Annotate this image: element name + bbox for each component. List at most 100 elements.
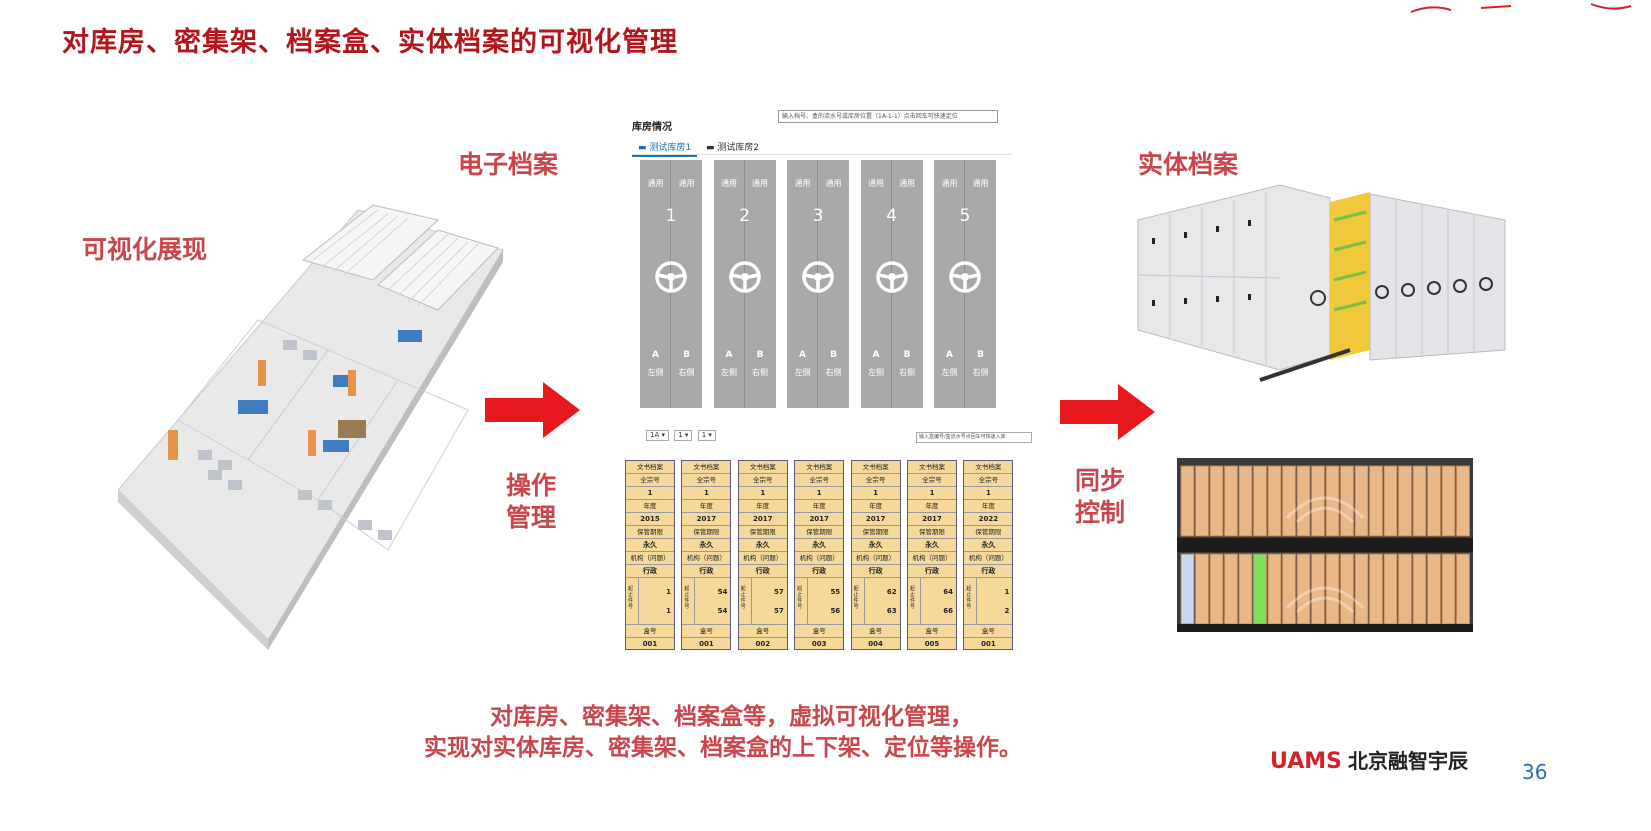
left-side-label: 左侧 bbox=[868, 368, 884, 377]
label-operate-line2: 管理 bbox=[506, 503, 557, 532]
box-retention-value: 永久 bbox=[626, 539, 674, 552]
label-physical: 实体档案 bbox=[1138, 150, 1239, 179]
box-shelf-graphic bbox=[1177, 458, 1473, 632]
box-retention-value: 永久 bbox=[795, 539, 844, 552]
box-retention-label: 保管期限 bbox=[682, 526, 731, 539]
brand-mark: UAMS bbox=[1270, 749, 1342, 774]
select-area[interactable]: 1A ▾ bbox=[646, 430, 669, 441]
right-side-label: 右侧 bbox=[825, 368, 842, 377]
shelf-type-left: 通用 bbox=[721, 179, 737, 188]
steering-wheel-icon[interactable] bbox=[875, 260, 909, 294]
shelf-type-right: 通用 bbox=[899, 179, 915, 188]
shelf-number: 3 bbox=[812, 206, 824, 226]
steering-wheel-icon[interactable] bbox=[728, 260, 762, 294]
box-range-start: 64 bbox=[943, 588, 953, 596]
archive-box bbox=[1369, 465, 1383, 537]
box-fonds-value: 1 bbox=[795, 487, 844, 500]
box-number-value: 003 bbox=[811, 640, 827, 648]
archive-box bbox=[1238, 553, 1253, 625]
select-column[interactable]: 1 ▾ bbox=[674, 430, 693, 441]
box-category: 文书档案 bbox=[964, 461, 1013, 474]
box-retention-value: 永久 bbox=[908, 539, 956, 552]
box-org-value: 行政 bbox=[908, 565, 956, 578]
archive-box bbox=[1296, 553, 1311, 625]
box-number-value: 004 bbox=[868, 640, 883, 648]
box-number-label: 盒号 bbox=[682, 625, 731, 638]
shelf-top-labels: 通用通用 bbox=[861, 178, 923, 189]
label-sync-line1: 同步 bbox=[1075, 466, 1126, 495]
side-b-code: B bbox=[903, 350, 911, 360]
right-side-label: 右侧 bbox=[972, 368, 989, 377]
archive-box bbox=[1456, 553, 1470, 625]
steering-wheel-icon[interactable] bbox=[948, 260, 982, 294]
box-fonds-label: 全宗号 bbox=[964, 474, 1013, 487]
box-year-value: 2022 bbox=[964, 513, 1013, 526]
archive-box bbox=[1282, 465, 1296, 537]
box-year-label: 年度 bbox=[795, 500, 844, 513]
box-org-label: 机构（问题） bbox=[851, 552, 900, 565]
warehouse-search-input[interactable]: 输入档号、盒的流水号或库房位置（1A-1-1）点击回车可快速定位 bbox=[778, 110, 998, 123]
box-fonds-label: 全宗号 bbox=[738, 474, 787, 487]
corner-decoration bbox=[1410, 3, 1632, 13]
box-fonds-value: 1 bbox=[682, 487, 731, 500]
tab-warehouse-2[interactable]: ▬ 测试库房2 bbox=[705, 143, 760, 153]
steering-wheel-icon[interactable] bbox=[801, 260, 835, 294]
box-retention-label: 保管期限 bbox=[908, 526, 956, 539]
box-number-value: 001 bbox=[699, 640, 714, 648]
box-fonds-label: 全宗号 bbox=[682, 474, 731, 487]
archive-box bbox=[1456, 465, 1470, 537]
box-range-label: 起止件号 bbox=[853, 586, 859, 610]
tab-warehouse-1[interactable]: ▬ 测试库房1 bbox=[632, 138, 698, 157]
archive-box bbox=[1441, 553, 1456, 625]
mobile-shelving-image bbox=[1137, 184, 1506, 382]
archive-box bbox=[1296, 465, 1311, 537]
archive-box bbox=[1195, 553, 1209, 625]
folder-icon: ▬ bbox=[705, 143, 718, 153]
steering-wheel-icon[interactable] bbox=[654, 260, 688, 294]
archive-box bbox=[1398, 465, 1412, 537]
side-a-code: A bbox=[725, 350, 733, 360]
shelf-side-labels: 左侧右侧 bbox=[787, 367, 849, 378]
box-search-input[interactable]: 输入盒编号/盒流水号点回车可快速入库 bbox=[916, 432, 1032, 443]
box-org-label: 机构（问题） bbox=[795, 552, 844, 565]
side-b-code: B bbox=[830, 350, 837, 360]
box-org-value: 行政 bbox=[738, 565, 787, 578]
box-range-end: 63 bbox=[886, 607, 897, 615]
floor-plan-3d-image bbox=[118, 204, 504, 650]
box-retention-value: 永久 bbox=[682, 539, 731, 552]
left-side-label: 左侧 bbox=[941, 368, 958, 377]
box-org-label: 机构（问题） bbox=[626, 552, 674, 565]
box-org-label: 机构（问题） bbox=[964, 552, 1013, 565]
side-b-code: B bbox=[756, 350, 764, 360]
shelf-number: 1 bbox=[665, 206, 677, 226]
shelf-side-labels: 左侧右侧 bbox=[714, 367, 776, 378]
box-year-label: 年度 bbox=[908, 500, 956, 513]
archive-box bbox=[1282, 553, 1296, 625]
box-range-label: 起止件号 bbox=[740, 586, 746, 610]
box-year-label: 年度 bbox=[851, 500, 900, 513]
archive-box bbox=[1253, 465, 1267, 537]
box-number-label: 盒号 bbox=[851, 625, 900, 638]
box-fonds-value: 1 bbox=[964, 487, 1013, 500]
archive-box bbox=[1267, 553, 1282, 625]
shelf-side-labels: 左侧 右侧 bbox=[934, 367, 996, 378]
box-number-label: 盒号 bbox=[738, 625, 787, 638]
select-layer[interactable]: 1 ▾ bbox=[697, 430, 716, 441]
archive-box bbox=[1369, 553, 1383, 625]
label-operate: 操作 管理 bbox=[506, 470, 556, 534]
